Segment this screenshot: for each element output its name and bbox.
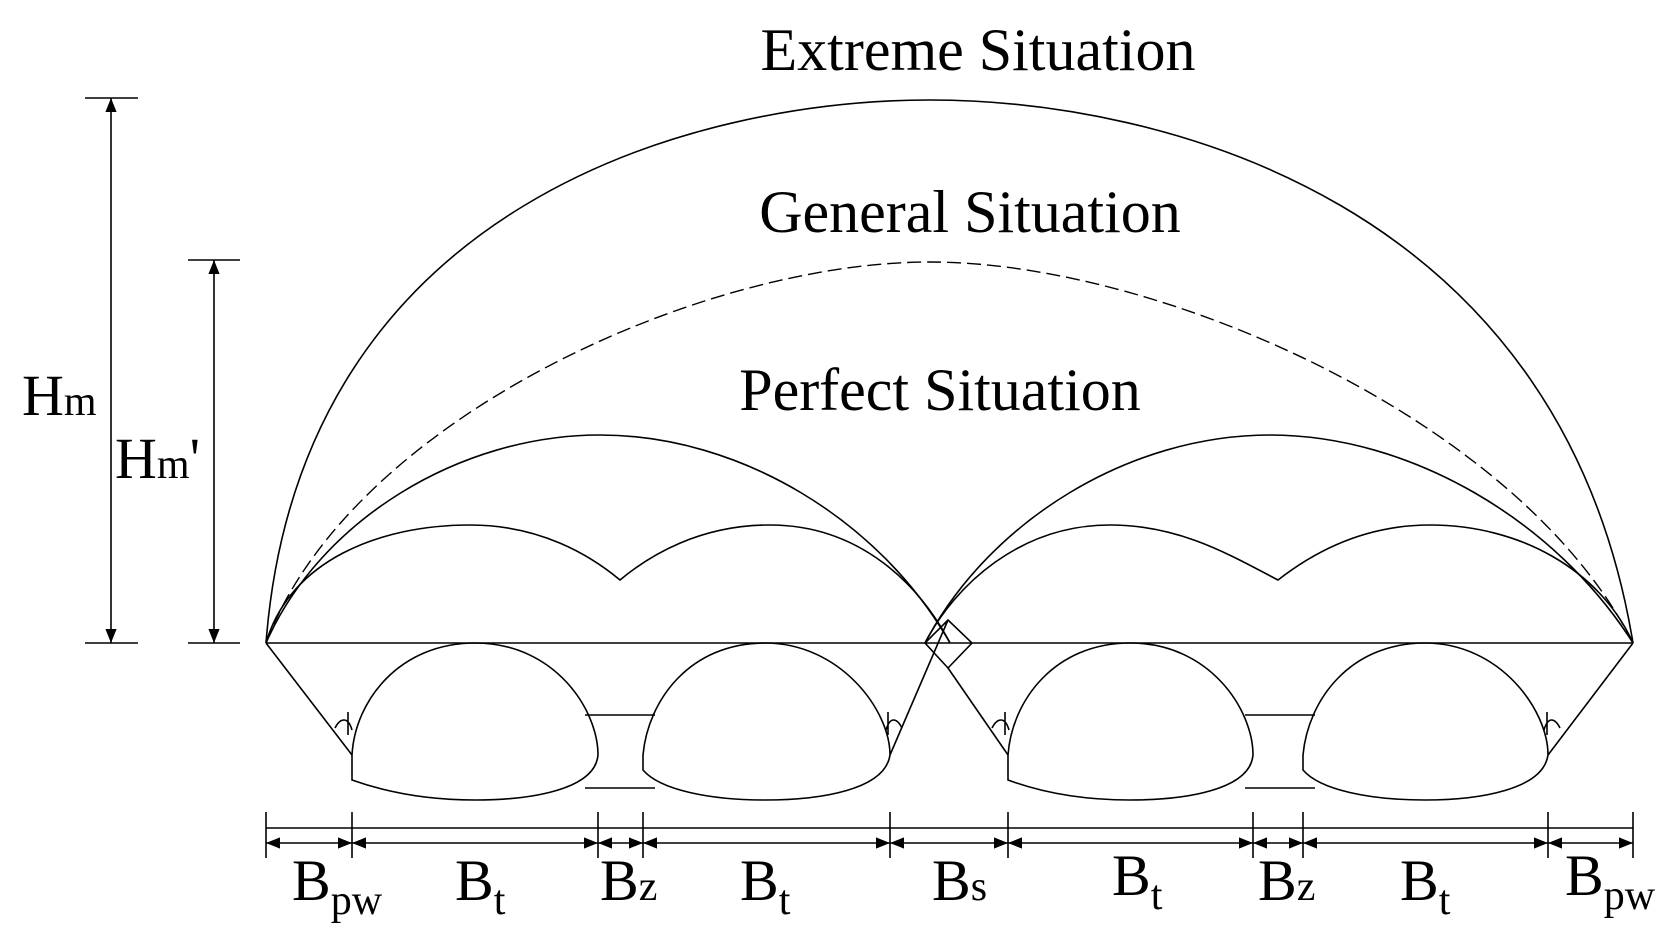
tunnel-1: [351, 642, 599, 801]
hm2-label: Hm': [115, 426, 200, 491]
general-arch: [265, 261, 1634, 644]
angle-mark-2: [885, 712, 903, 735]
inner-arches-right: [924, 524, 1634, 644]
dimension-chain: [265, 812, 1634, 858]
bt-label-2: Bt: [740, 848, 791, 924]
bt-label-1: Bt: [455, 848, 506, 924]
bpw-label-left: Bpw: [292, 848, 383, 924]
right-slope: [1547, 642, 1634, 756]
left-slope: [265, 642, 353, 756]
base-diamond: [923, 618, 974, 670]
mid-slope-b: [947, 667, 1009, 756]
perfect-arch-left: [265, 434, 951, 644]
bz-label-2: Bz: [1258, 848, 1315, 913]
tunnel-4: [1302, 642, 1549, 801]
tunnel-3: [1007, 642, 1254, 801]
bt-label-3: Bt: [1112, 843, 1163, 919]
bt-label-4: Bt: [1400, 848, 1451, 924]
hm-label: Hm: [22, 363, 97, 428]
bpw-label-right: Bpw: [1565, 843, 1656, 919]
tunnel-2: [642, 642, 891, 801]
perfect-arch-right: [924, 434, 1634, 644]
extreme-arch: [265, 99, 1634, 644]
angle-mark-3: [991, 712, 1010, 735]
mid-slope-a: [889, 619, 949, 756]
inner-arches-left: [265, 524, 951, 644]
general-situation-label: General Situation: [759, 179, 1181, 245]
angle-mark-1: [334, 712, 353, 735]
bs-label: Bs: [932, 848, 987, 913]
bz-label-1: Bz: [600, 848, 657, 913]
extreme-situation-label: Extreme Situation: [761, 17, 1196, 83]
perfect-situation-label: Perfect Situation: [739, 357, 1141, 423]
angle-mark-4: [1543, 712, 1561, 735]
